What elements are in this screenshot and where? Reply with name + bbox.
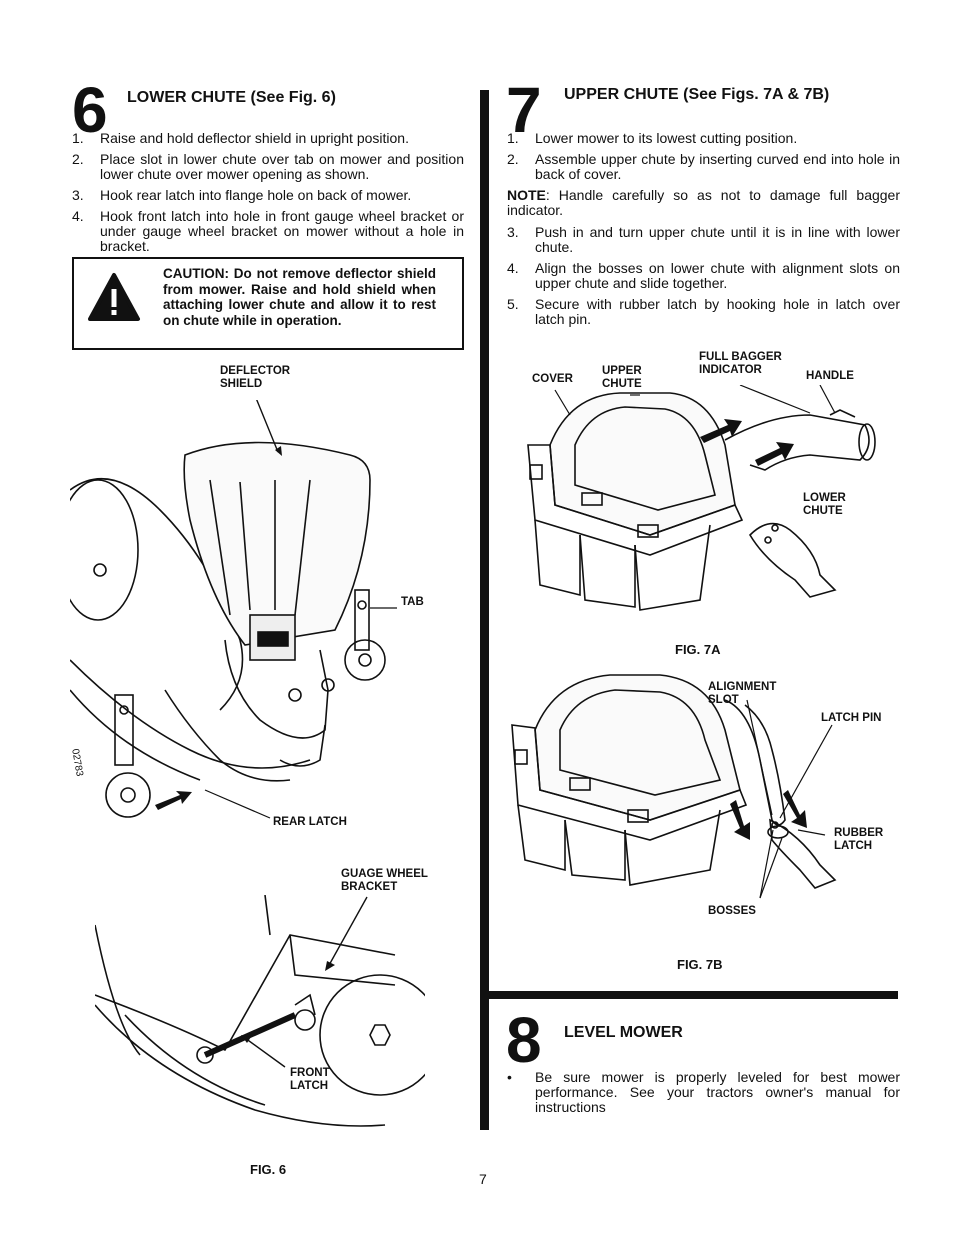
fig-6-lower-chute-illustration [70,400,397,819]
label-rear-latch: REAR LATCH [273,816,347,828]
list-item: 3.Push in and turn upper chute until it … [507,224,900,255]
list-item: 1.Lower mower to its lowest cutting posi… [507,130,798,146]
list-item: 4.Hook front latch into hole in front ga… [72,208,464,254]
fig-7b-bagger-illustration [511,674,837,899]
fig-6-front-latch-illustration [95,895,425,1127]
label-handle: HANDLE [806,370,854,382]
page-number: 7 [479,1171,487,1187]
label-latch-pin: LATCH PIN [821,712,882,724]
fig-7a-caption: FIG. 7A [675,642,721,657]
warning-icon [88,273,140,321]
label-tab: TAB [401,596,424,608]
caution-text: CAUTION: Do not remove deflector shield … [163,266,436,328]
note: NOTE: Handle carefully so as not to dama… [507,187,900,218]
list-item: 4.Align the bosses on lower chute with a… [507,260,900,291]
section-7-steps-b: 3.Push in and turn upper chute until it … [507,225,900,333]
caution-box: CAUTION: Do not remove deflector shield … [72,257,464,350]
list-item: 2.Place slot in lower chute over tab on … [72,151,464,182]
section-8-title: LEVEL MOWER [564,1024,683,1041]
section-7-steps-a: 1.Lower mower to its lowest cutting posi… [507,131,900,188]
section-6-steps: 1.Raise and hold deflector shield in upr… [72,131,464,260]
list-item: 3.Hook rear latch into flange hole on ba… [72,187,412,203]
list-item: 1.Raise and hold deflector shield in upr… [72,130,409,146]
label-bosses: BOSSES [708,905,756,917]
section-7-title: UPPER CHUTE (See Figs. 7A & 7B) [564,86,830,103]
fig-6-caption: FIG. 6 [250,1162,287,1177]
step-number-7: 7 [506,74,542,146]
section-6-title: LOWER CHUTE (See Fig. 6) [127,89,336,106]
horizontal-divider [480,991,898,999]
fig-7a-bagger-illustration [527,385,876,611]
list-item: 5.Secure with rubber latch by hooking ho… [507,296,900,327]
list-item: 2.Assemble upper chute by inserting curv… [507,151,900,182]
label-cover: COVER [532,373,573,385]
section-8-bullet: • Be sure mower is properly leveled for … [507,1069,900,1115]
step-number-6: 6 [72,74,108,146]
fig-7b-caption: FIG. 7B [677,957,723,972]
vertical-divider [480,90,489,1130]
step-number-8: 8 [506,1004,542,1076]
